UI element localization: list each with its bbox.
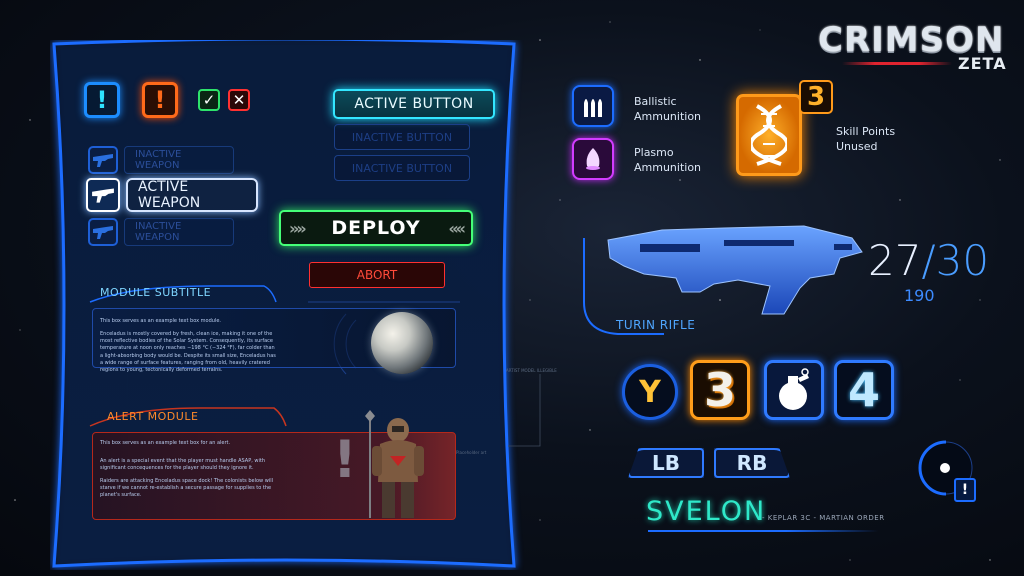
annotation-placeholder: Placeholder art <box>456 450 487 455</box>
chevron-right-icon: »» <box>289 218 307 238</box>
plasma-ammo-label: Plasmo Ammunition <box>634 146 702 174</box>
annotation-artist-model: ARTIST MODEL ILLEGIBLE <box>506 368 557 373</box>
alert-module-title: ALERT MODULE <box>107 410 199 423</box>
rifle-frame-arc <box>583 238 664 335</box>
module-subtitle: MODULE SUBTITLE <box>100 286 212 299</box>
dna-skill-icon <box>736 94 802 176</box>
ballistic-ammo-icon <box>572 85 614 127</box>
weapon-slot-2-active[interactable]: ACTIVE WEAPON <box>86 178 258 212</box>
alert-text-body: An alert is a special event that the pla… <box>100 458 265 472</box>
weapon-label: INACTIVE WEAPON <box>124 218 234 246</box>
grenade-icon <box>764 360 824 420</box>
player-faction: - KEPLAR 3C - MARTIAN ORDER <box>762 514 885 522</box>
ballistic-ammo-label: Ballistic Ammunition <box>634 95 702 123</box>
game-logo-subtitle: ZETA <box>958 54 1007 73</box>
game-logo-title: CRIMSON <box>818 20 1005 60</box>
inactive-button-1[interactable]: INACTIVE BUTTON <box>334 124 470 150</box>
inactive-button-2[interactable]: INACTIVE BUTTON <box>334 155 470 181</box>
cancel-cross-icon[interactable]: ✕ <box>228 89 250 111</box>
planet-image <box>371 312 433 374</box>
ammo-counter: 27/30 <box>868 236 989 285</box>
player-underline <box>648 530 878 532</box>
confirm-check-icon[interactable]: ✓ <box>198 89 220 111</box>
annotation-connector <box>508 374 541 447</box>
rifle-name: TURIN RIFLE <box>616 318 696 332</box>
alert-orange-icon: ! <box>142 82 178 118</box>
deploy-button[interactable]: »» DEPLOY «« <box>279 210 473 246</box>
skill-points-count: 3 <box>799 80 833 114</box>
logo-underline <box>842 62 952 65</box>
ammo-current: 27 <box>868 236 922 285</box>
y-button-icon: Y <box>622 364 678 420</box>
alert-text-intro: This box serves as an example text box f… <box>100 440 231 446</box>
turin-rifle-image <box>607 225 863 315</box>
plasma-ammo-icon <box>572 138 614 180</box>
alert-text-event: Raiders are attacking Enceladus space do… <box>100 478 273 499</box>
ammo-reserve: 190 <box>904 286 935 305</box>
player-name: SVELON <box>646 496 767 527</box>
radar-alert-icon: ! <box>954 478 976 502</box>
weapon-label: ACTIVE WEAPON <box>126 178 258 212</box>
raider-character-image <box>365 410 424 518</box>
rb-bumper-icon: RB <box>714 448 790 478</box>
item-count-orange: 3 <box>690 360 750 420</box>
chevron-left-icon: «« <box>448 218 466 238</box>
weapon-slot-1[interactable]: INACTIVE WEAPON <box>88 146 234 174</box>
weapon-label: INACTIVE WEAPON <box>124 146 234 174</box>
weapon-slot-3[interactable]: INACTIVE WEAPON <box>88 218 234 246</box>
alert-exclamation-icon: ! <box>333 430 357 490</box>
module-text-intro: This box serves as an example text box m… <box>100 318 222 324</box>
skill-points-label: Skill Points Unused <box>836 125 896 153</box>
rifle-icon <box>86 178 120 212</box>
active-button[interactable]: ACTIVE BUTTON <box>333 89 495 119</box>
rifle-icon <box>88 218 118 246</box>
lb-bumper-icon: LB <box>628 448 704 478</box>
alert-blue-icon: ! <box>84 82 120 118</box>
ammo-slash: / <box>921 236 936 285</box>
abort-button[interactable]: ABORT <box>309 262 445 288</box>
ammo-clip: 30 <box>935 236 990 285</box>
item-count-blue: 4 <box>834 360 894 420</box>
module-text-body: Enceladus is mostly covered by fresh, cl… <box>100 331 276 374</box>
rifle-icon <box>88 146 118 174</box>
deploy-label: DEPLOY <box>331 217 421 239</box>
